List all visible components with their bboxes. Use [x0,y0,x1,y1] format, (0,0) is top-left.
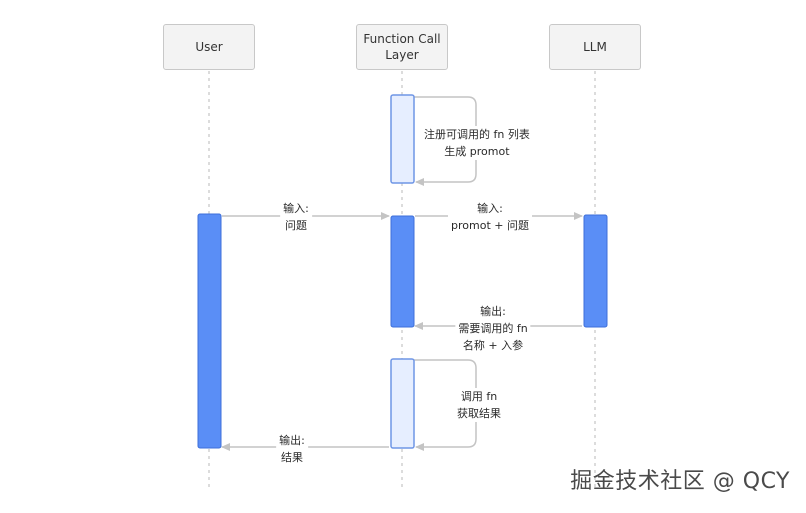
participant-function-call-layer-label: Function Call Layer [363,32,441,62]
activation-user [197,213,222,449]
label-llm-output: 输出: 需要调用的 fn 名称 + 入参 [455,303,531,354]
label-user-input: 输入: 问题 [280,200,312,234]
participant-llm: LLM [549,24,641,70]
label-fcl-input: 输入: promot + 问题 [448,200,532,234]
label-register: 注册可调用的 fn 列表 生成 promot [421,126,533,160]
activation-fcl-main [390,215,415,328]
participant-llm-label: LLM [583,40,607,54]
activation-fcl-call-fn [390,358,415,449]
activation-llm [583,214,608,328]
participant-function-call-layer: Function Call Layer [356,24,448,70]
label-user-output: 输出: 结果 [276,432,308,466]
activation-fcl-register [390,94,415,184]
watermark: 掘金技术社区 @ QCY [570,469,790,494]
label-call-fn: 调用 fn 获取结果 [454,388,504,422]
participant-user-label: User [195,40,223,54]
participant-user: User [163,24,255,70]
